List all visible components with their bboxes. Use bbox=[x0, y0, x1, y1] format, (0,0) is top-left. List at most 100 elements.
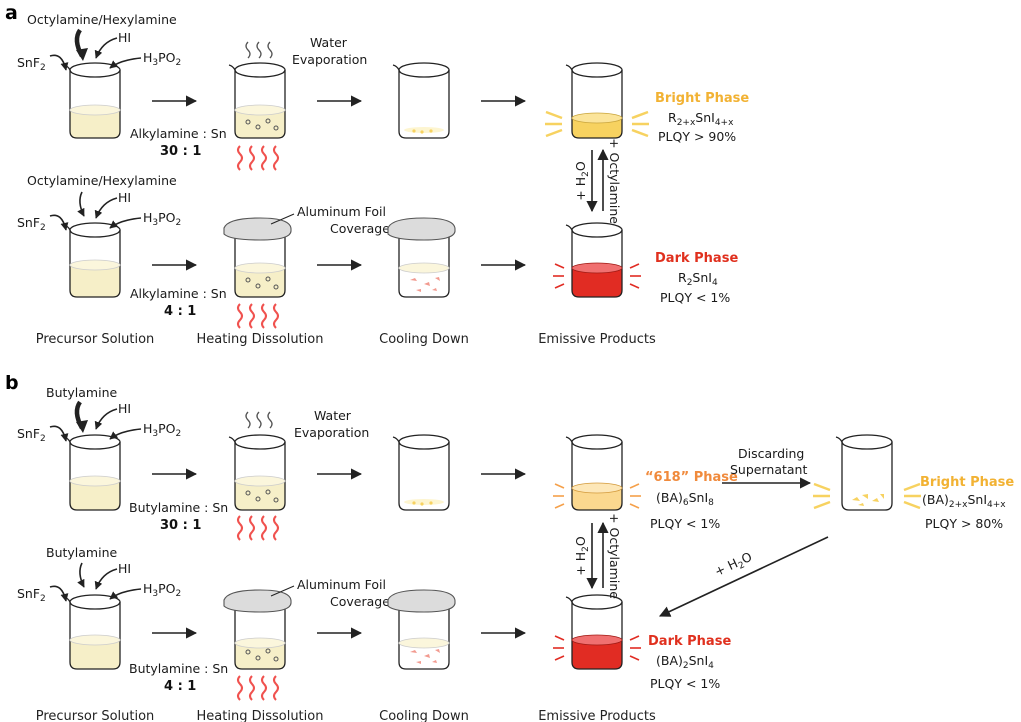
dim-rays-icon bbox=[553, 483, 641, 509]
beaker-precursor-a-top bbox=[63, 62, 121, 139]
stage-label-precursor: Precursor Solution bbox=[36, 332, 155, 347]
aluminum-foil-label-line2: Coverage bbox=[330, 594, 390, 609]
foil-callout-line bbox=[270, 213, 295, 225]
618-phase-label: “618” Phase bbox=[645, 470, 738, 485]
bright-phase-plqy: PLQY > 90% bbox=[658, 129, 736, 144]
reagent-amine-label: Octylamine/Hexylamine bbox=[27, 12, 177, 27]
panel-a-letter: a bbox=[5, 2, 18, 24]
beaker-dark-phase-a bbox=[565, 222, 623, 298]
glow-rays-icon bbox=[545, 110, 649, 138]
stage-label-cooling: Cooling Down bbox=[379, 709, 469, 722]
beaker-heating-b-top bbox=[228, 434, 286, 511]
beaker-dark-phase-b bbox=[565, 594, 623, 670]
snf2-arrow bbox=[49, 54, 69, 71]
ratio-value: 4 : 1 bbox=[164, 679, 196, 694]
h2o-label: + H2O bbox=[573, 536, 591, 576]
reagent-amine-label: Butylamine bbox=[46, 385, 118, 400]
octylamine-label: + Octylamine bbox=[607, 513, 622, 599]
bright-phase-label: Bright Phase bbox=[655, 91, 749, 106]
reagent-h3po2-label: H3PO2 bbox=[143, 50, 181, 68]
discarding-label-line1: Discarding bbox=[738, 446, 804, 461]
h2o-label: + H2O bbox=[573, 161, 591, 201]
snf2-arrow bbox=[49, 214, 69, 231]
reagent-snf2-label: SnF2 bbox=[17, 426, 46, 444]
beaker-precursor-b-bottom bbox=[63, 594, 121, 670]
diagonal-arrow bbox=[658, 536, 829, 617]
dark-phase-label: Dark Phase bbox=[648, 634, 731, 649]
heat-waves-icon bbox=[237, 515, 279, 541]
reagent-h3po2-label: H3PO2 bbox=[143, 421, 181, 439]
reagent-amine-label: Butylamine bbox=[46, 545, 118, 560]
reagent-snf2-label: SnF2 bbox=[17, 215, 46, 233]
reagent-hi-label: HI bbox=[118, 30, 131, 45]
panel-b-letter: b bbox=[5, 372, 19, 394]
stage-label-heating: Heating Dissolution bbox=[197, 332, 324, 347]
water-evaporation-label-line2: Evaporation bbox=[292, 52, 367, 67]
amine-arrow bbox=[77, 191, 85, 217]
reagent-h3po2-label: H3PO2 bbox=[143, 581, 181, 599]
dark-phase-formula: (BA)2SnI4 bbox=[656, 653, 714, 671]
discarding-label-line2: Supernatant bbox=[730, 462, 807, 477]
dark-phase-formula: R2SnI4 bbox=[678, 270, 718, 288]
beaker-bright-phase-b bbox=[835, 434, 893, 511]
ratio-value: 4 : 1 bbox=[164, 304, 196, 319]
amine-arrow-head bbox=[76, 48, 88, 61]
dim-rays-icon bbox=[553, 635, 641, 661]
heat-waves-icon bbox=[237, 303, 279, 329]
beaker-precursor-a-bottom bbox=[63, 222, 121, 298]
618-phase-plqy: PLQY < 1% bbox=[650, 516, 720, 531]
foil-callout-line bbox=[270, 585, 295, 597]
beaker-cooling-b-top bbox=[392, 434, 450, 511]
steam-icon bbox=[245, 41, 273, 59]
h3po2-arrow bbox=[109, 588, 142, 600]
ratio-value: 30 : 1 bbox=[160, 144, 201, 159]
beaker-heating-a-top bbox=[228, 62, 286, 139]
water-evaporation-label-line2: Evaporation bbox=[294, 425, 369, 440]
stage-label-emissive: Emissive Products bbox=[538, 709, 656, 722]
aluminum-foil-label-line1: Aluminum Foil bbox=[297, 577, 386, 592]
water-evaporation-label-line1: Water bbox=[310, 35, 348, 50]
octylamine-label: + Octylamine bbox=[607, 138, 622, 224]
amine-arrow bbox=[77, 562, 85, 588]
heat-waves-icon bbox=[237, 145, 279, 171]
ratio-label: Alkylamine : Sn bbox=[130, 286, 227, 301]
hi-arrow bbox=[94, 408, 118, 430]
h2o-diagonal-label: + H2O bbox=[712, 549, 755, 582]
ratio-label: Butylamine : Sn bbox=[129, 661, 228, 676]
amine-arrow-head bbox=[76, 420, 88, 433]
stage-label-heating: Heating Dissolution bbox=[197, 709, 324, 722]
beaker-bright-phase-a bbox=[565, 62, 623, 139]
beaker-heating-a-bottom bbox=[223, 217, 292, 298]
reagent-hi-label: HI bbox=[118, 190, 131, 205]
dark-phase-plqy: PLQY < 1% bbox=[660, 290, 730, 305]
reagent-h3po2-label: H3PO2 bbox=[143, 210, 181, 228]
dark-phase-plqy: PLQY < 1% bbox=[650, 676, 720, 691]
aluminum-foil-label-line2: Coverage bbox=[330, 221, 390, 236]
reagent-snf2-label: SnF2 bbox=[17, 586, 46, 604]
water-evaporation-label-line1: Water bbox=[314, 408, 352, 423]
reagent-hi-label: HI bbox=[118, 401, 131, 416]
foil-lid bbox=[223, 217, 292, 241]
reagent-snf2-label: SnF2 bbox=[17, 55, 46, 73]
bright-phase-formula: (BA)2+xSnI4+x bbox=[922, 492, 1006, 510]
beaker-cooling-b-bottom bbox=[387, 589, 456, 670]
hi-arrow bbox=[94, 37, 118, 59]
ratio-label: Alkylamine : Sn bbox=[130, 126, 227, 141]
snf2-arrow bbox=[49, 585, 69, 602]
stage-label-cooling: Cooling Down bbox=[379, 332, 469, 347]
snf2-arrow bbox=[49, 425, 69, 442]
beaker-618-phase bbox=[565, 434, 623, 511]
stage-label-precursor: Precursor Solution bbox=[36, 709, 155, 722]
h3po2-arrow bbox=[109, 217, 142, 229]
bright-phase-formula: R2+xSnI4+x bbox=[668, 110, 734, 128]
beaker-heating-b-bottom bbox=[223, 589, 292, 670]
heat-waves-icon bbox=[237, 675, 279, 701]
h3po2-arrow bbox=[109, 57, 142, 69]
bright-phase-plqy: PLQY > 80% bbox=[925, 516, 1003, 531]
ratio-label: Butylamine : Sn bbox=[129, 500, 228, 515]
ratio-value: 30 : 1 bbox=[160, 518, 201, 533]
beaker-precursor-b-top bbox=[63, 434, 121, 511]
beaker-cooling-a-bottom bbox=[387, 217, 456, 298]
dark-phase-label: Dark Phase bbox=[655, 251, 738, 266]
